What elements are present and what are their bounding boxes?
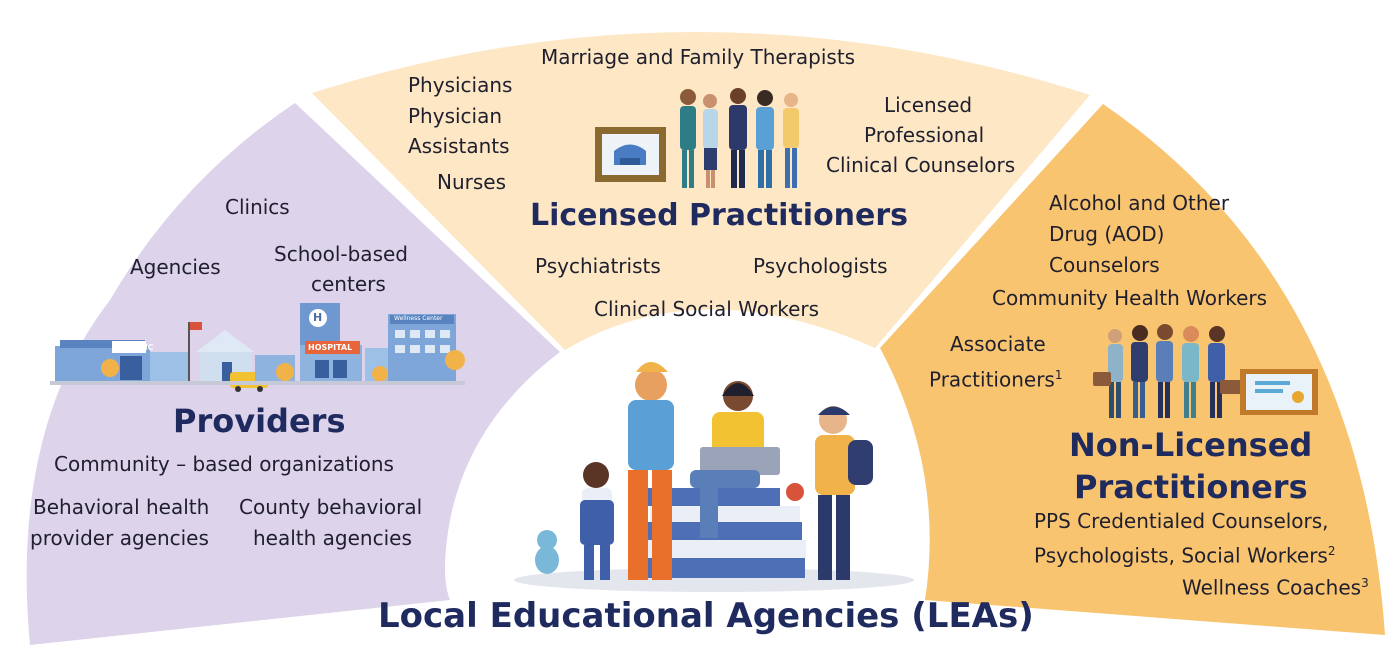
aod-label-3: Counselors xyxy=(1049,253,1160,277)
buildings-icon xyxy=(50,303,465,392)
physician-assistants-label-2: Assistants xyxy=(408,134,510,158)
nurses-label: Nurses xyxy=(437,170,507,194)
wellness-center-sign: Wellness Center xyxy=(394,315,443,322)
pps-footnote: 2 xyxy=(1327,544,1336,558)
psychologists-label: Psychologists xyxy=(753,254,888,278)
clinic-sign: CLINIC xyxy=(124,343,154,352)
certificate-icon xyxy=(1240,369,1318,415)
psychiatrists-label: Psychiatrists xyxy=(535,254,661,278)
providers-title: Providers xyxy=(173,402,346,440)
pps-label-2: Psychologists, Social Workers2 xyxy=(1034,539,1336,568)
behavioral-health-label-2: provider agencies xyxy=(30,526,209,550)
leas-title: Local Educational Agencies (LEAs) xyxy=(378,596,1034,636)
wellness-coaches-text: Wellness Coaches xyxy=(1182,575,1362,600)
aod-label-1: Alcohol and Other xyxy=(1049,191,1230,215)
school-based-label-2: centers xyxy=(311,272,386,296)
nonlicensed-people-icon xyxy=(1093,324,1242,418)
students-illustration xyxy=(514,362,914,592)
school-based-label-1: School-based xyxy=(274,242,408,266)
pps-label-1: PPS Credentialed Counselors, xyxy=(1034,509,1329,533)
lpcc-label-2: Professional xyxy=(864,123,985,147)
lpcc-label-3: Clinical Counselors xyxy=(826,153,1016,177)
lpcc-label-1: Licensed xyxy=(884,93,973,117)
hospital-sign: HOSPITAL xyxy=(308,343,353,352)
clinical-social-workers-label: Clinical Social Workers xyxy=(594,297,820,321)
framed-picture-icon xyxy=(595,127,666,182)
agencies-label: Agencies xyxy=(130,255,221,279)
licensed-wedge xyxy=(312,31,1090,350)
physicians-label: Physicians xyxy=(408,73,513,97)
marriage-family-therapists-label: Marriage and Family Therapists xyxy=(541,45,856,69)
community-health-workers-label: Community Health Workers xyxy=(992,286,1268,310)
aod-label-2: Drug (AOD) xyxy=(1049,222,1165,246)
associate-label-2-text: Practitioners xyxy=(929,367,1055,392)
county-behavioral-label-1: County behavioral xyxy=(239,495,423,519)
physician-assistants-label-1: Physician xyxy=(408,104,503,128)
associate-footnote: 1 xyxy=(1054,368,1063,382)
associate-label-1: Associate xyxy=(950,332,1046,356)
wellness-coaches-label: Wellness Coaches3 xyxy=(1182,571,1369,600)
hospital-h-sign: H xyxy=(313,311,323,324)
behavioral-health-label-1: Behavioral health xyxy=(33,495,210,519)
licensed-people-icon xyxy=(680,88,799,188)
associate-label-2: Practitioners1 xyxy=(929,363,1062,392)
nonlicensed-title-1: Non-Licensed xyxy=(1069,426,1313,464)
licensed-practitioners-title: Licensed Practitioners xyxy=(530,198,909,233)
clinics-label: Clinics xyxy=(225,195,290,219)
community-based-label: Community – based organizations xyxy=(54,452,394,476)
nonlicensed-title-2: Practitioners xyxy=(1074,468,1308,506)
pps-label-2-text: Psychologists, Social Workers xyxy=(1034,543,1328,568)
wellness-footnote: 3 xyxy=(1361,576,1369,590)
county-behavioral-label-2: health agencies xyxy=(253,526,412,550)
